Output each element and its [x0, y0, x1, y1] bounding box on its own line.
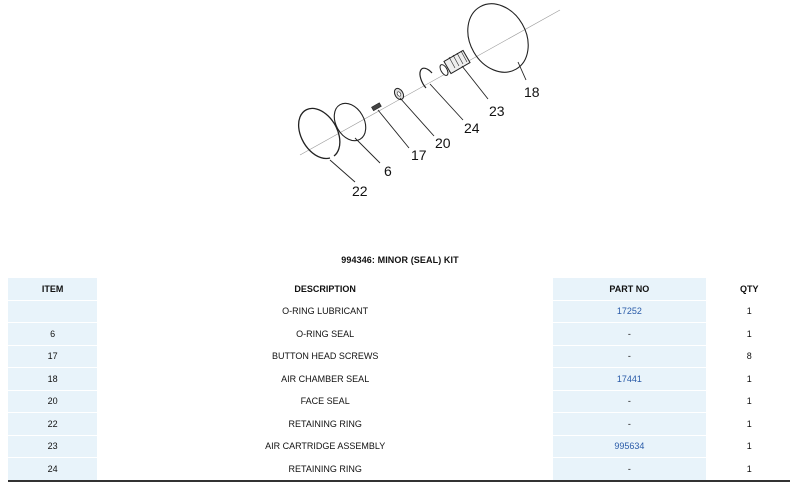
cell-item: 20 [8, 390, 98, 413]
cell-part-no-link[interactable]: 17252 [553, 300, 706, 323]
table-row: 6 O-RING SEAL - 1 [8, 323, 790, 346]
cell-qty: 1 [708, 458, 790, 482]
cell-item: 6 [8, 323, 98, 346]
table-row: 18 AIR CHAMBER SEAL 17441 1 [8, 368, 790, 391]
part-17-button-head-screw [371, 102, 382, 112]
cell-part-no-link[interactable]: 17441 [553, 368, 706, 391]
cell-qty: 8 [708, 346, 790, 368]
cell-item: 22 [8, 413, 98, 436]
cell-item: 17 [8, 345, 98, 368]
cell-description: O-RING SEAL [100, 323, 551, 346]
callout-6: 6 [384, 163, 392, 179]
callout-22: 22 [352, 183, 368, 199]
cell-qty: 1 [708, 436, 790, 458]
table-row: O-RING LUBRICANT 17252 1 [8, 300, 790, 323]
leader-6 [354, 137, 381, 164]
parts-table: ITEM DESCRIPTION PART NO QTY O-RING LUBR… [8, 278, 790, 482]
cell-qty: 1 [708, 368, 790, 391]
header-part-no: PART NO [553, 278, 706, 301]
callout-20: 20 [435, 135, 451, 151]
cell-description: AIR CARTRIDGE ASSEMBLY [100, 436, 551, 458]
table-header-row: ITEM DESCRIPTION PART NO QTY [8, 278, 790, 301]
table-row: 20 FACE SEAL - 1 [8, 390, 790, 413]
callout-23: 23 [489, 103, 505, 119]
header-qty: QTY [708, 278, 790, 301]
table-row: 22 RETAINING RING - 1 [8, 413, 790, 436]
part-24-retaining-ring [419, 67, 433, 89]
part-22-retaining-ring [297, 107, 341, 160]
assembly-axis-line [299, 9, 561, 156]
leader-18 [517, 61, 527, 81]
cell-item [8, 300, 98, 323]
leader-20 [399, 97, 435, 137]
leader-17 [377, 109, 410, 149]
cell-qty: 1 [708, 413, 790, 436]
cell-item: 18 [8, 368, 98, 391]
callout-17: 17 [411, 147, 427, 163]
table-row: 24 RETAINING RING - 1 [8, 458, 790, 482]
cell-part-no: - [553, 323, 706, 346]
cell-qty: 1 [708, 323, 790, 346]
cell-part-no: - [553, 390, 706, 413]
cell-part-no: - [553, 458, 706, 482]
parts-table-body: O-RING LUBRICANT 17252 1 6 O-RING SEAL -… [8, 300, 790, 482]
cell-description: RETAINING RING [100, 413, 551, 436]
cell-description: BUTTON HEAD SCREWS [100, 346, 551, 368]
cell-qty: 1 [708, 301, 790, 323]
cell-item: 23 [8, 435, 98, 458]
cell-description: O-RING LUBRICANT [100, 301, 551, 323]
callout-18: 18 [524, 84, 540, 100]
header-description: DESCRIPTION [100, 278, 551, 301]
table-row: 23 AIR CARTRIDGE ASSEMBLY 995634 1 [8, 435, 790, 458]
cell-part-no-link[interactable]: 995634 [553, 435, 706, 458]
table-row: 17 BUTTON HEAD SCREWS - 8 [8, 345, 790, 368]
cell-item: 24 [8, 458, 98, 482]
header-item: ITEM [8, 278, 98, 301]
callout-24: 24 [464, 120, 480, 136]
cell-description: AIR CHAMBER SEAL [100, 368, 551, 391]
part-6-o-ring-seal [333, 102, 367, 142]
part-23-air-cartridge [439, 49, 471, 76]
part-18-air-chamber-seal [467, 3, 529, 73]
cell-qty: 1 [708, 391, 790, 413]
exploded-parts-diagram: 18 23 24 20 17 6 22 [297, 3, 561, 199]
leader-24 [429, 83, 464, 121]
part-20-face-seal [393, 87, 405, 101]
cell-part-no: - [553, 413, 706, 436]
leader-23 [461, 65, 489, 100]
cell-description: FACE SEAL [100, 391, 551, 413]
kit-title: 994346: MINOR (SEAL) KIT [341, 255, 459, 265]
leader-22 [329, 159, 356, 183]
cell-description: RETAINING RING [100, 458, 551, 482]
cell-part-no: - [553, 345, 706, 368]
